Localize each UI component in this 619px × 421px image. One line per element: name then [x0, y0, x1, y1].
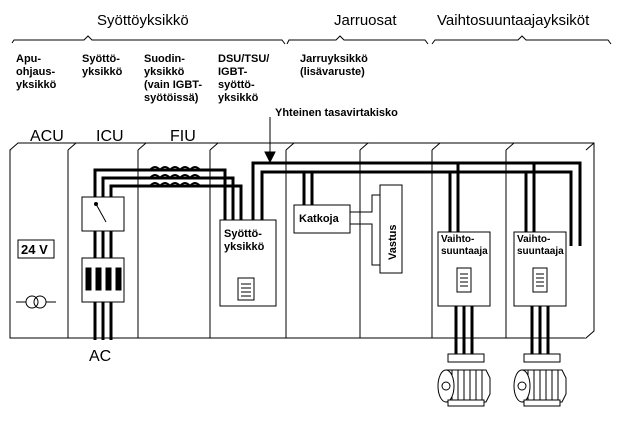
inverter-1-box	[437, 231, 491, 307]
motor-2-icon	[513, 353, 567, 407]
section-inverter: Vaihtosuuntaajayksiköt	[437, 12, 590, 29]
section-supply: Syöttöyksikkö	[97, 12, 189, 29]
chopper-box	[293, 204, 351, 234]
cabinet-dividers	[67, 142, 515, 338]
icu-fuses	[81, 257, 125, 303]
motor-1-icon	[437, 353, 491, 407]
resistor-box	[379, 184, 403, 274]
supply-unit-box	[219, 219, 277, 307]
supply-unit-label: Syöttö- yksikkö	[224, 228, 265, 253]
inverter-2-box	[513, 231, 567, 307]
desc-brake: Jarruyksikkö (lisävaruste)	[300, 53, 368, 78]
desc-filter: Suodin- yksikkö (vain IGBT- syötöissä)	[144, 53, 203, 104]
dc-bus	[251, 161, 582, 246]
icu-switch	[81, 196, 125, 232]
inverter-2-label: Vaihto- suuntaaja	[517, 234, 564, 257]
acu-voltage-box	[17, 239, 55, 259]
label-fiu: FIU	[170, 128, 196, 145]
resistor-label: Vastus	[387, 225, 399, 260]
filter-coils	[149, 166, 201, 188]
desc-aux-control: Apu- ohjaus- yksikkö	[16, 53, 57, 91]
transformer-icon	[16, 295, 56, 309]
desc-incoming: Syöttö- yksikkö	[82, 53, 123, 78]
inverter-1-label: Vaihto- suuntaaja	[441, 234, 488, 257]
section-brake: Jarruosat	[334, 12, 397, 29]
section-brackets	[11, 35, 612, 45]
label-ac: AC	[89, 348, 112, 365]
label-icu: ICU	[96, 128, 124, 145]
desc-dsu: DSU/TSU/ IGBT- syöttö- yksikkö	[218, 53, 270, 104]
chopper-label: Katkoja	[299, 213, 339, 225]
motor-cables	[454, 306, 550, 358]
voltage-label: 24 V	[21, 242, 48, 257]
desc-dc-bus: Yhteinen tasavirtakisko	[275, 107, 398, 119]
dc-bus-arrow	[264, 117, 276, 164]
label-acu: ACU	[30, 128, 64, 145]
